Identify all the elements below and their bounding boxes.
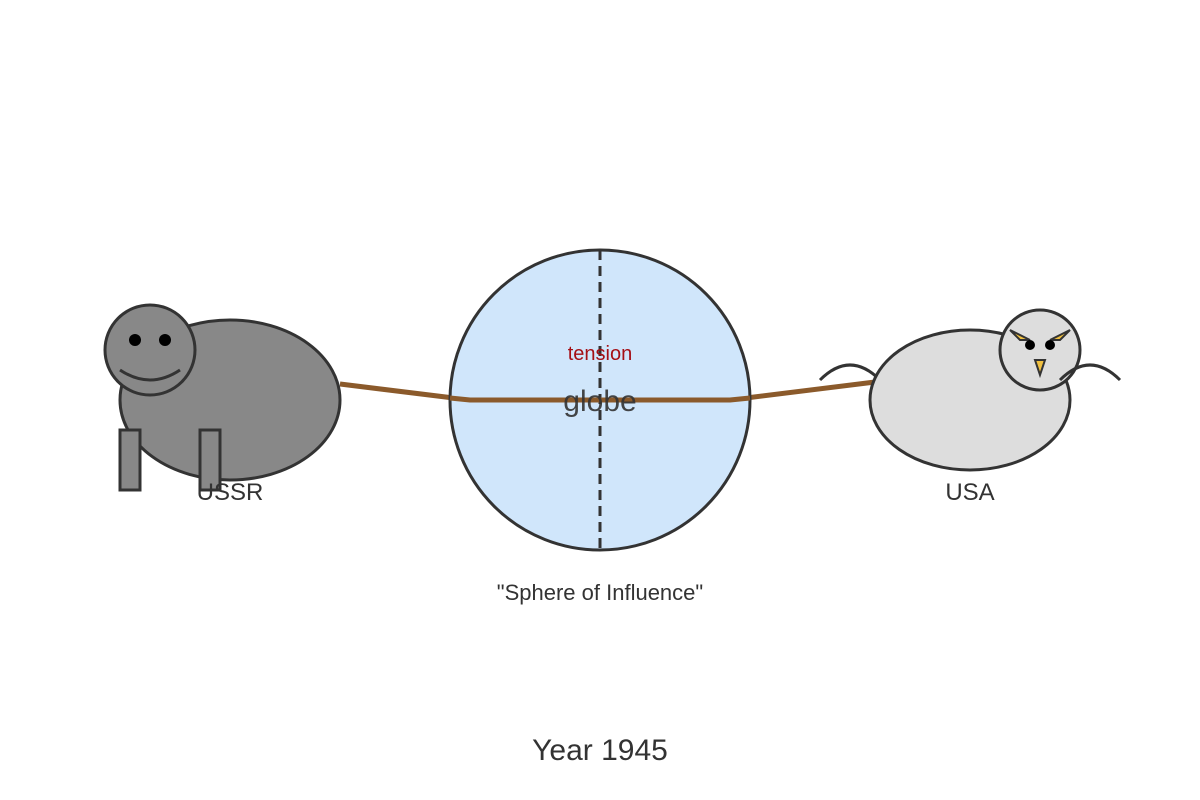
bear-eye-left (129, 334, 141, 346)
eagle-eyebrow-right (1049, 329, 1071, 341)
bear-leg-back (198, 428, 222, 492)
globe-label: globe (563, 385, 636, 418)
tension-label: tension (568, 343, 633, 365)
usa-label: USA (945, 479, 994, 506)
eagle-wing-right (1058, 363, 1122, 382)
year-label: Year 1945 (532, 734, 668, 767)
bear-leg-front (118, 428, 142, 492)
bear-mouth (119, 368, 181, 382)
eagle-eye-left (1025, 340, 1035, 350)
sphere-caption: "Sphere of Influence" (497, 580, 703, 605)
eagle-eyebrow-left (1009, 329, 1031, 341)
eagle-eye-right (1045, 340, 1055, 350)
eagle-wing-left (818, 363, 882, 382)
rope-over-globe (449, 395, 751, 403)
eagle-head (998, 308, 1082, 392)
bear-icon (103, 303, 342, 492)
ussr-label: USSR (197, 479, 264, 506)
eagle-icon (818, 308, 1122, 472)
eagle-beak (1033, 359, 1047, 379)
bear-head (103, 303, 197, 397)
bear-eye-right (159, 334, 171, 346)
